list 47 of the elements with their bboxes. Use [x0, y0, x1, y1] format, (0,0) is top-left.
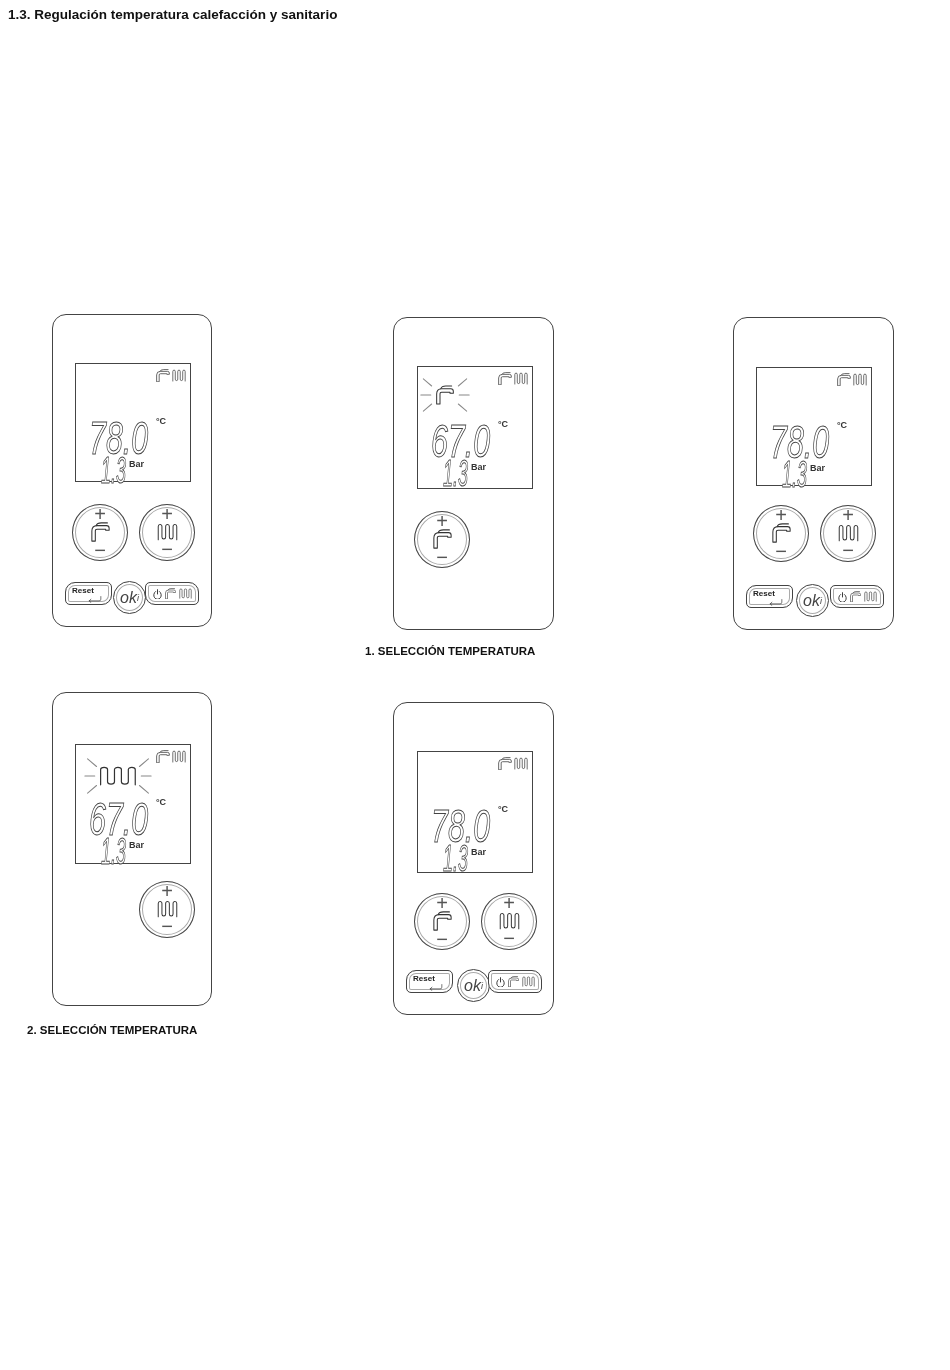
control-panel [52, 314, 212, 627]
unit-label: Bar [129, 840, 144, 850]
hot-water-button: + − [72, 504, 128, 561]
unit-label: °C [156, 416, 167, 426]
mode-button [488, 970, 542, 993]
temperature-readout: 78.0 [431, 808, 491, 844]
section-heading: 1.3. Regulación temperatura calefacción y sanitario [8, 6, 338, 23]
control-panel [393, 702, 554, 1015]
hot-water-button: + − [414, 893, 470, 950]
unit-label: Bar [471, 462, 486, 472]
mode-button [145, 582, 199, 605]
heating-button: + − [481, 893, 537, 950]
reset-button: Reset [65, 582, 112, 605]
figure-caption: 1. SELECCIÓN TEMPERATURA [365, 644, 536, 658]
heating-button: + − [820, 505, 876, 562]
unit-label: °C [156, 797, 167, 807]
control-panel [393, 317, 554, 630]
unit-label: Bar [810, 463, 825, 473]
heating-button: + − [139, 504, 195, 561]
reset-button: Reset [746, 585, 793, 608]
temperature-readout: 67.0 [89, 801, 149, 837]
figure-caption: 2. SELECCIÓN TEMPERATURA [27, 1023, 198, 1037]
temperature-readout: 78.0 [89, 420, 149, 456]
mode-button [830, 585, 884, 608]
pressure-readout: 1.3 [782, 461, 807, 489]
lcd-display [417, 751, 533, 873]
pressure-readout: 1.3 [443, 845, 468, 873]
reset-button: Reset [406, 970, 453, 993]
pressure-readout: 1.3 [101, 457, 126, 485]
unit-label: °C [837, 420, 848, 430]
temperature-readout: 67.0 [431, 423, 491, 459]
control-panel [52, 692, 212, 1006]
lcd-display [75, 363, 191, 482]
pressure-readout: 1.3 [443, 460, 468, 488]
heating-button: + − [139, 881, 195, 938]
hot-water-button: + − [414, 511, 470, 568]
temperature-readout: 78.0 [770, 424, 830, 460]
pressure-readout: 1.3 [101, 838, 126, 866]
hot-water-button: + − [753, 505, 809, 562]
unit-label: Bar [129, 459, 144, 469]
lcd-display [75, 744, 191, 864]
lcd-display [417, 366, 533, 489]
lcd-display [756, 367, 872, 486]
unit-label: Bar [471, 847, 486, 857]
unit-label: °C [498, 804, 509, 814]
unit-label: °C [498, 419, 509, 429]
control-panel [733, 317, 894, 630]
